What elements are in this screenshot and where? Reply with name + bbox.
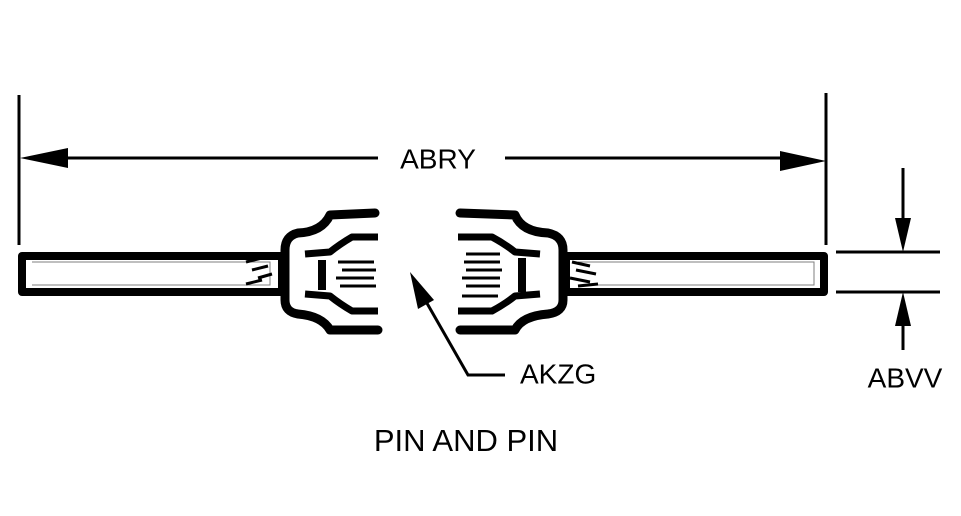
callout-leader-line bbox=[422, 297, 505, 377]
callout-arrowhead bbox=[410, 272, 434, 309]
length-arrowhead-right bbox=[780, 151, 826, 171]
connector-callout: AKZG bbox=[410, 272, 596, 389]
left-housing-ribs bbox=[336, 260, 376, 288]
left-pin bbox=[18, 252, 286, 296]
right-pin-shaft-highlight bbox=[578, 261, 815, 286]
overall-length-label: ABRY bbox=[400, 143, 476, 174]
length-arrowhead-left bbox=[20, 148, 68, 168]
right-pin-shaft bbox=[562, 252, 828, 296]
diameter-arrowhead-bottom bbox=[895, 292, 911, 326]
diameter-arrowhead-top bbox=[895, 218, 911, 252]
diagram-caption: PIN AND PIN bbox=[374, 423, 558, 458]
right-pin-hatch bbox=[569, 260, 599, 288]
diameter-dimension: ABVV bbox=[836, 168, 943, 393]
right-connector-housing bbox=[455, 208, 568, 335]
diameter-label: ABVV bbox=[868, 362, 943, 393]
left-connector-housing bbox=[280, 208, 383, 335]
left-pin-shaft bbox=[18, 252, 286, 296]
left-housing-inner-fork bbox=[304, 233, 378, 315]
overall-length-dimension: ABRY bbox=[17, 93, 828, 245]
right-pin bbox=[562, 252, 828, 296]
right-housing-ribs bbox=[462, 252, 502, 298]
left-housing-outline bbox=[280, 208, 383, 335]
connector-callout-label: AKZG bbox=[520, 358, 596, 389]
left-pin-hatch bbox=[245, 256, 273, 286]
left-pin-shaft-highlight bbox=[32, 261, 271, 286]
right-housing-inner-fork bbox=[458, 233, 541, 315]
